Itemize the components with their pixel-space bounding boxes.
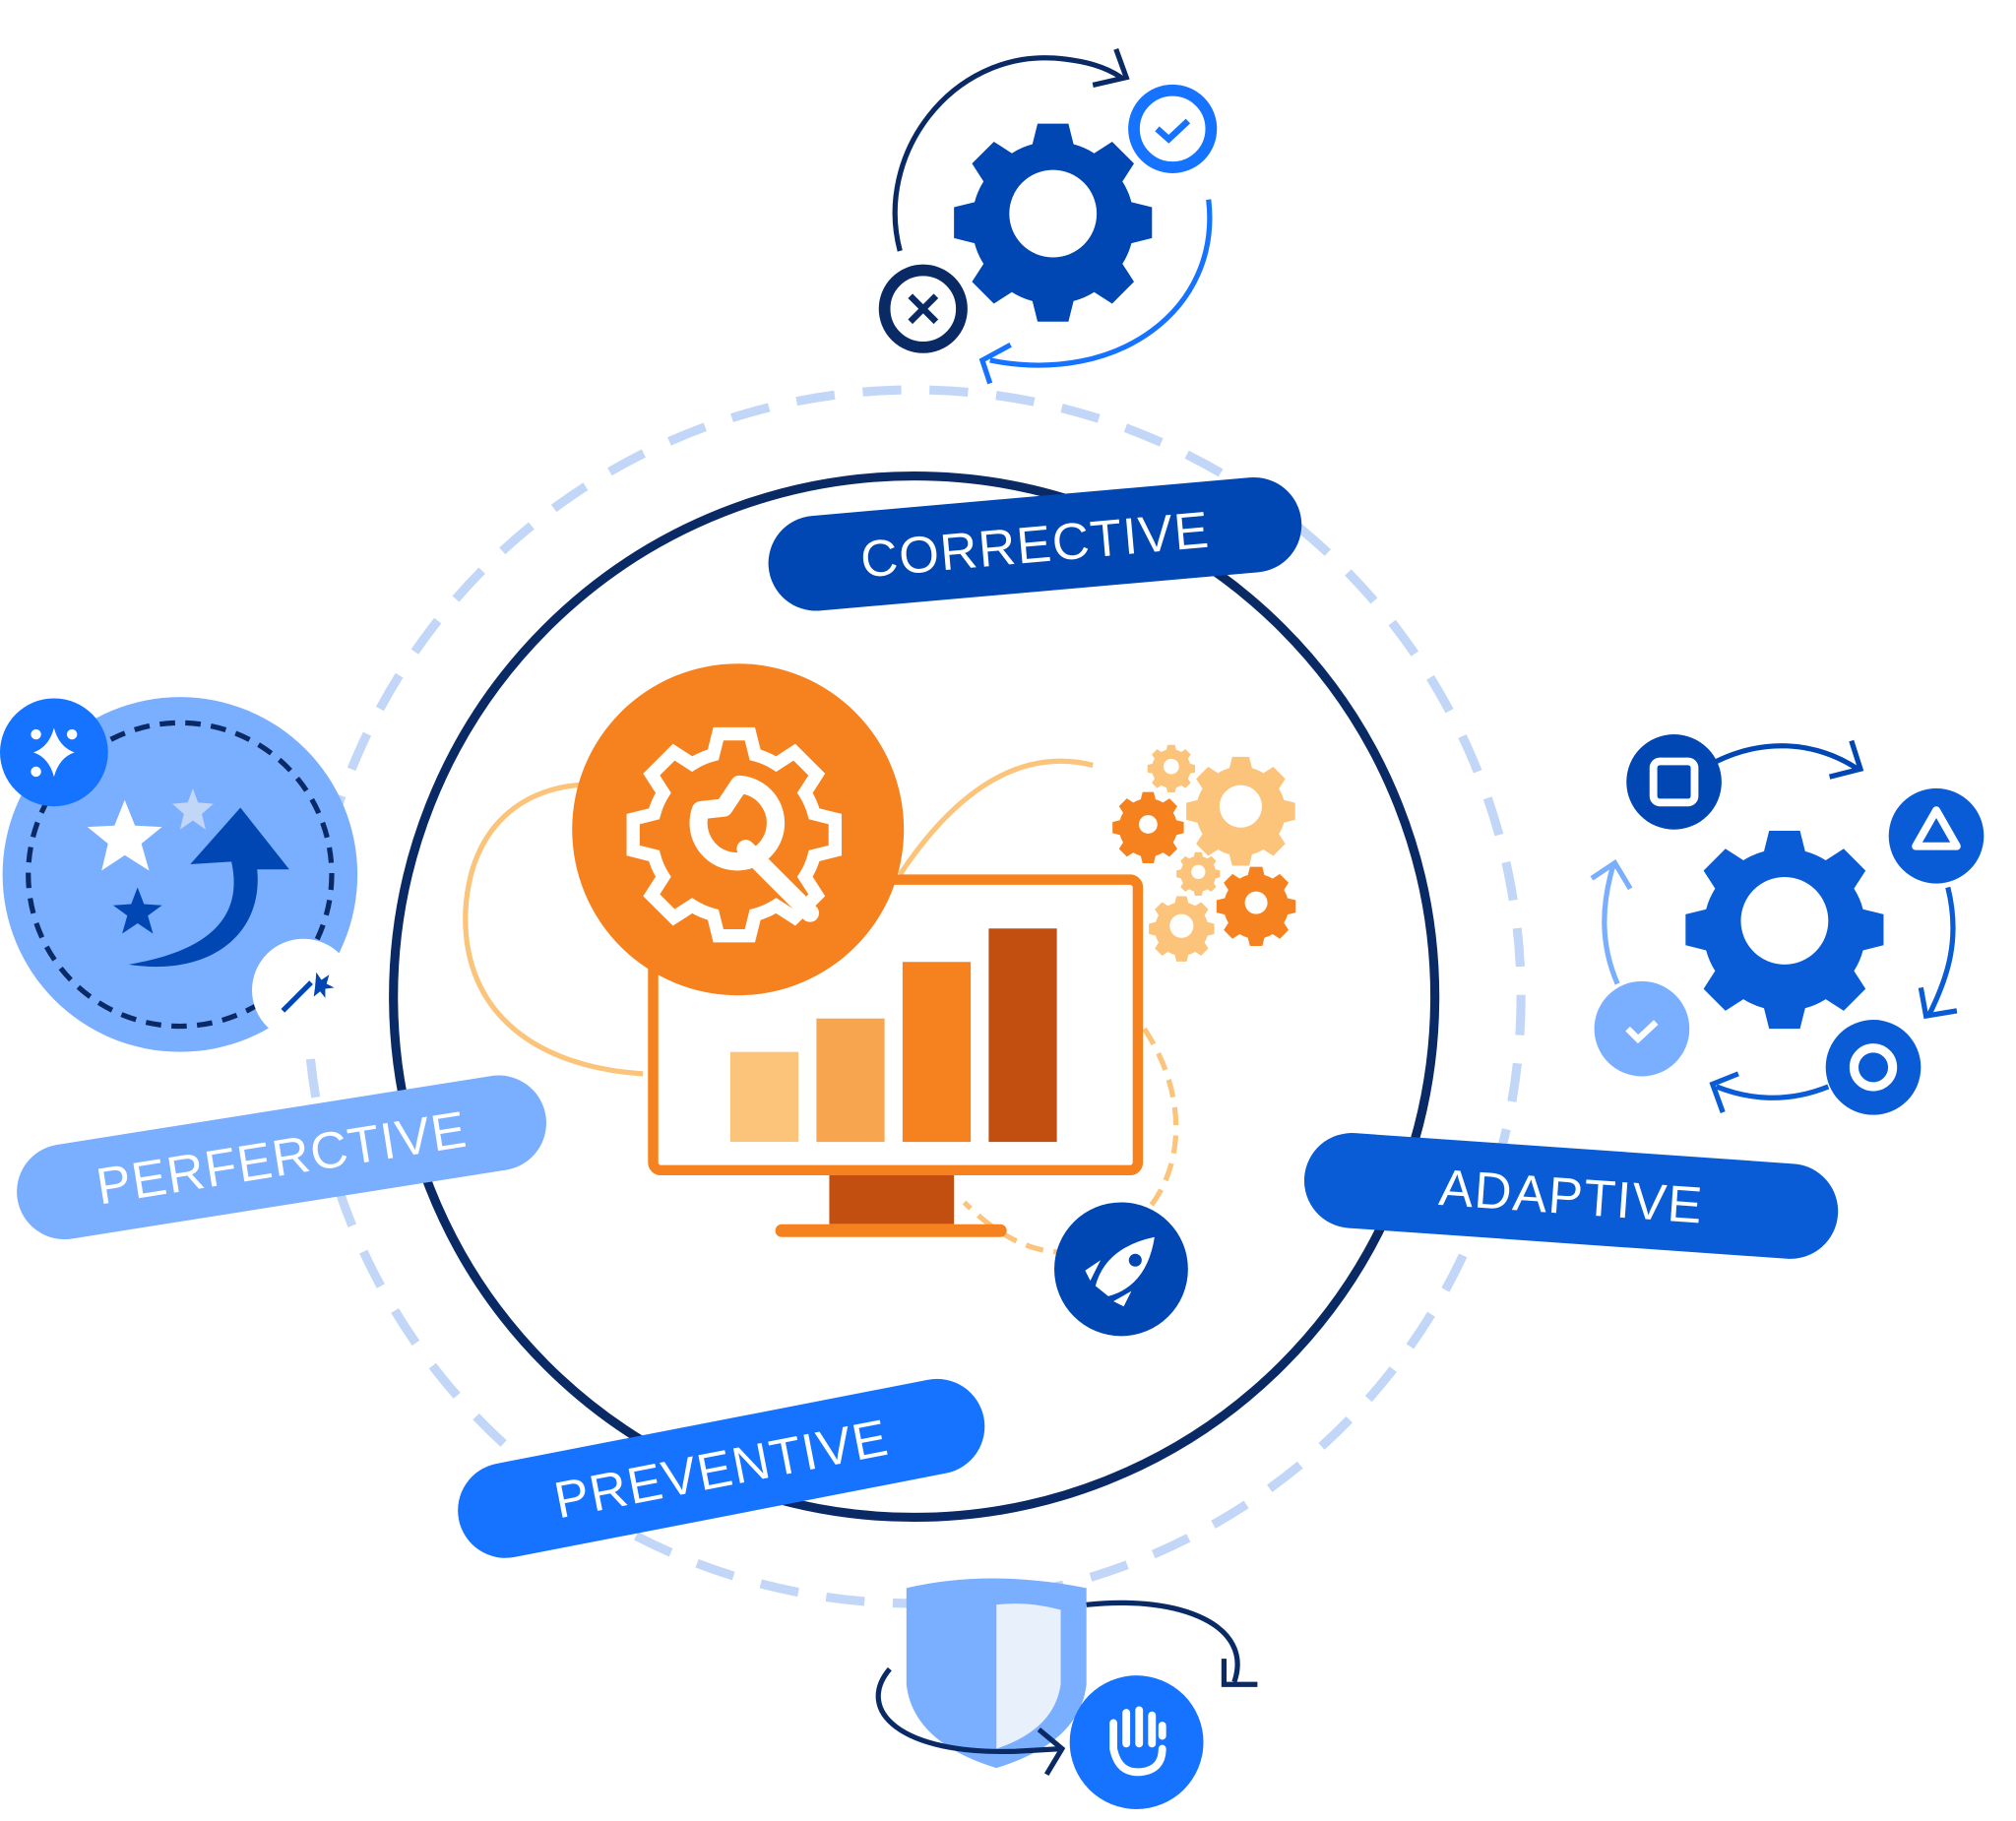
star-icon — [87, 799, 162, 871]
main-ring — [389, 471, 1440, 1523]
adaptive-illustration — [1590, 734, 1984, 1115]
gear-icon — [954, 123, 1153, 322]
bar — [729, 1051, 799, 1143]
wrench-gear-icon — [572, 663, 905, 996]
close-icon — [878, 264, 968, 353]
gears-icon — [1112, 744, 1296, 962]
arrow-up-icon — [128, 807, 289, 968]
center-illustration — [463, 663, 1296, 1337]
bar — [902, 962, 972, 1143]
sparkle-icon — [0, 698, 108, 807]
circle-icon — [1825, 1020, 1922, 1115]
perfective-illustration — [0, 697, 358, 1052]
bar-chart-icon — [729, 928, 1057, 1143]
star-icon — [112, 887, 162, 934]
label-adaptive: ADAPTIVE — [1303, 1133, 1839, 1259]
square-icon — [1626, 734, 1722, 830]
preventive-illustration — [875, 1578, 1258, 1809]
star-icon — [172, 787, 214, 830]
magic-wand-icon — [252, 938, 355, 1042]
rocket-icon — [1054, 1202, 1188, 1337]
check-icon — [1128, 84, 1218, 173]
corrective-illustration — [878, 48, 1218, 385]
triangle-icon — [1888, 787, 1984, 884]
bar — [816, 1018, 885, 1143]
hand-stop-icon — [1069, 1675, 1204, 1809]
check-icon — [1594, 980, 1690, 1077]
label-preventive: PREVENTIVE — [458, 1378, 985, 1558]
bar — [988, 928, 1057, 1143]
gear-icon — [1685, 831, 1884, 1030]
label-corrective: CORRECTIVE — [768, 476, 1302, 611]
label-perfective: PERFERCTIVE — [17, 1075, 546, 1240]
